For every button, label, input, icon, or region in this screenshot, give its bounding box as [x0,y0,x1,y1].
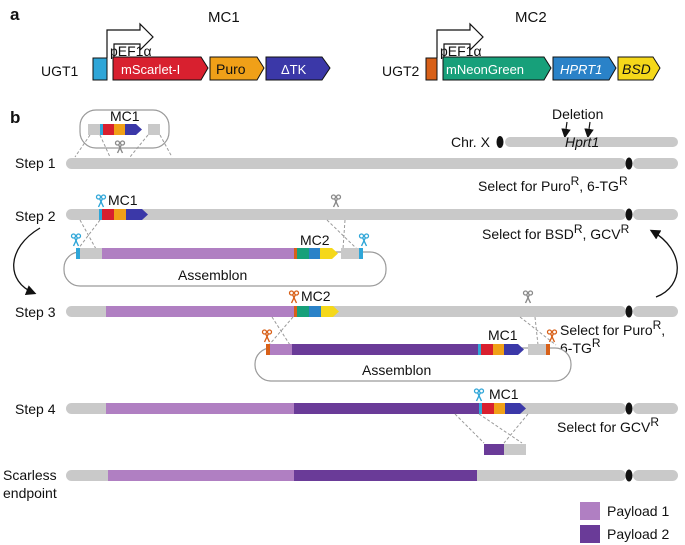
mc2-promoter-label: pEF1α [440,43,482,59]
panel-b-label: b [10,108,20,127]
step-2-mc1-label: MC1 [108,192,138,208]
scissors-icon [330,194,342,208]
hprt1-locus-label: Hprt1 [565,134,599,150]
mc1-landing-pad-label: UGT1 [41,63,79,79]
selection-1: Select for PuroR, 6-TGR [478,174,628,194]
assemblon-2-label: Assemblon [362,362,431,378]
mc1-promoter-label: pEF1α [110,43,152,59]
legend: Payload 1 Payload 2 [580,502,669,543]
assemblon-2: MC1 Assemblon [254,316,572,382]
mc2-construct: MC2 UGT2 pEF1α mNeonGreen HPRT1 BSD [382,9,661,81]
mneongreen-label: mNeonGreen [446,62,524,77]
chromosome-label: Chr. X [451,134,491,150]
step-1-label: Step 1 [15,155,56,171]
hprt1-gene [552,56,617,81]
step-4-label: Step 4 [15,401,56,417]
scissors-icon [473,388,485,402]
step-4: Step 4 MC1 Select for GCVR [15,386,678,455]
mc1-promoter-arrow [106,22,154,58]
mc2-title: MC2 [515,9,547,26]
mc1-construct: MC1 UGT1 pEF1α mScarlet-I Puro ΔTK [41,9,331,81]
step-3-mc2-label: MC2 [301,288,331,304]
legend-swatch-payload-2 [580,525,600,543]
scarless-endpoint: Scarless endpoint [3,467,678,501]
assemblon-1: MC2 Assemblon [63,219,387,287]
step-3-label: Step 3 [15,304,56,320]
panel-a-label: a [10,5,20,24]
mc2-promoter-arrow [436,22,484,58]
hprt1-label: HPRT1 [560,62,602,77]
mc2-landing-pad-label: UGT2 [382,63,420,79]
selection-4: Select for GCVR [557,415,659,435]
bsd-gene [617,56,661,81]
plasmid-mc1-label: MC1 [110,108,140,124]
mscarlet-gene [112,56,209,81]
dtk-label: ΔTK [281,62,307,77]
legend-label-payload-2: Payload 2 [607,526,669,542]
assemblon-1-label: Assemblon [178,267,247,283]
bsd-label: BSD [622,61,651,77]
assemblon-2-mc1-label: MC1 [488,327,518,343]
scissors-icon [546,329,558,343]
selection-2: Select for BSDR, GCVR [482,222,630,242]
mneongreen-gene [442,56,552,81]
legend-label-payload-1: Payload 1 [607,503,669,519]
scissors-icon [358,233,370,247]
mscarlet-label: mScarlet-I [121,62,180,77]
scissors-icon [261,329,273,343]
cycle-arrow-right [649,229,678,298]
assemblon-1-mc2-label: MC2 [300,232,330,248]
step-1: Step 1 Select for PuroR, 6-TGR [15,155,678,194]
puro-gene [209,56,265,81]
chromosome-header: Deletion Chr. X Hprt1 [451,106,678,150]
step-2: Step 2 MC1 Select for BSDR, GCVR [15,192,678,242]
mc1-title: MC1 [208,9,240,26]
selection-3: Select for PuroR, [560,318,665,338]
step-3: Step 3 MC2 Select for PuroR, 6-TGR [15,288,678,356]
step-2-label: Step 2 [15,208,56,224]
selection-3b: 6-TGR [560,336,601,356]
scissors-icon [95,194,107,208]
step-4-mc1-label: MC1 [489,386,519,402]
puro-label: Puro [216,61,246,77]
deletion-label: Deletion [552,106,603,122]
legend-swatch-payload-1 [580,502,600,520]
endpoint-label-1: Scarless [3,467,57,483]
dtk-gene [265,56,331,81]
scissors-icon [70,233,82,247]
mc1-plasmid: MC1 [74,108,173,158]
ugt1-block [92,57,108,81]
cycle-arrow-left [13,227,41,295]
ugt2-block [425,57,438,81]
scissors-icon [522,290,534,304]
scissors-icon [288,290,300,304]
endpoint-label-2: endpoint [3,485,57,501]
